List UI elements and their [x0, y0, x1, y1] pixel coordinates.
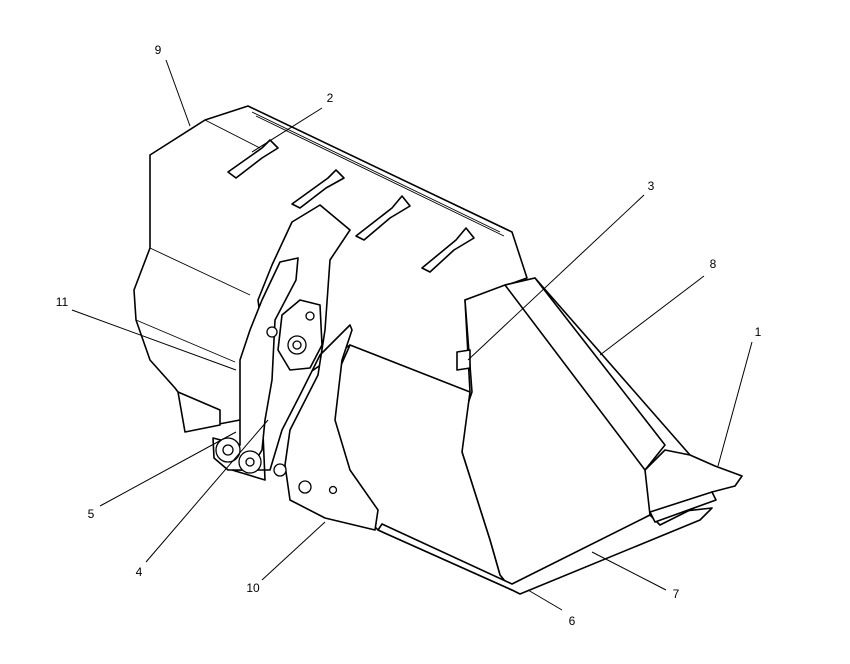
bolt-hole-a [305, 311, 315, 321]
pin-hole-upper-inner [292, 340, 302, 350]
mount-bracket-inner [212, 257, 299, 471]
side-edge-bar [504, 277, 666, 471]
leader-9 [165, 59, 191, 127]
callout-label-9: 9 [155, 43, 162, 57]
leader-8 [599, 275, 705, 356]
bottom-edge-segment [649, 491, 717, 523]
bolt-hole-d [328, 485, 338, 495]
leader-4 [145, 419, 269, 563]
callout-label-4: 4 [136, 565, 143, 579]
bolt-hole-b [266, 326, 278, 338]
callout-label-1: 1 [755, 325, 762, 339]
bolt-hole-c [298, 480, 312, 494]
top-wear-strip [251, 111, 505, 237]
callout-label-8: 8 [710, 257, 717, 271]
leader-10 [261, 521, 326, 581]
callout-label-7: 7 [673, 587, 680, 601]
leader-1 [717, 341, 753, 467]
crease-lines [135, 119, 651, 446]
leader-11 [71, 309, 237, 371]
callout-label-5: 5 [88, 507, 95, 521]
skid-plate-left [177, 391, 221, 433]
leader-7 [591, 551, 667, 591]
bucket-bottom-edge [377, 507, 713, 595]
callouts: 1 2 3 4 5 6 7 8 9 10 11 [56, 43, 762, 628]
pin-hole-lower-right [273, 463, 287, 477]
callout-label-10: 10 [246, 581, 260, 595]
bucket-drawing [133, 105, 743, 595]
pin-hole-lower-mid-inner [245, 457, 255, 467]
bucket-shell [461, 277, 701, 591]
callout-label-11: 11 [56, 295, 69, 309]
leader-3 [467, 194, 645, 361]
leader-2 [251, 107, 323, 153]
back-edge-teeth [227, 139, 475, 273]
callout-label-6: 6 [569, 614, 576, 628]
leader-5 [99, 431, 237, 507]
wear-plate-small [456, 349, 471, 371]
pin-hole-lower-left-inner [222, 444, 234, 456]
callout-label-2: 2 [327, 91, 334, 105]
leader-6 [527, 589, 563, 611]
callout-label-3: 3 [648, 179, 655, 193]
